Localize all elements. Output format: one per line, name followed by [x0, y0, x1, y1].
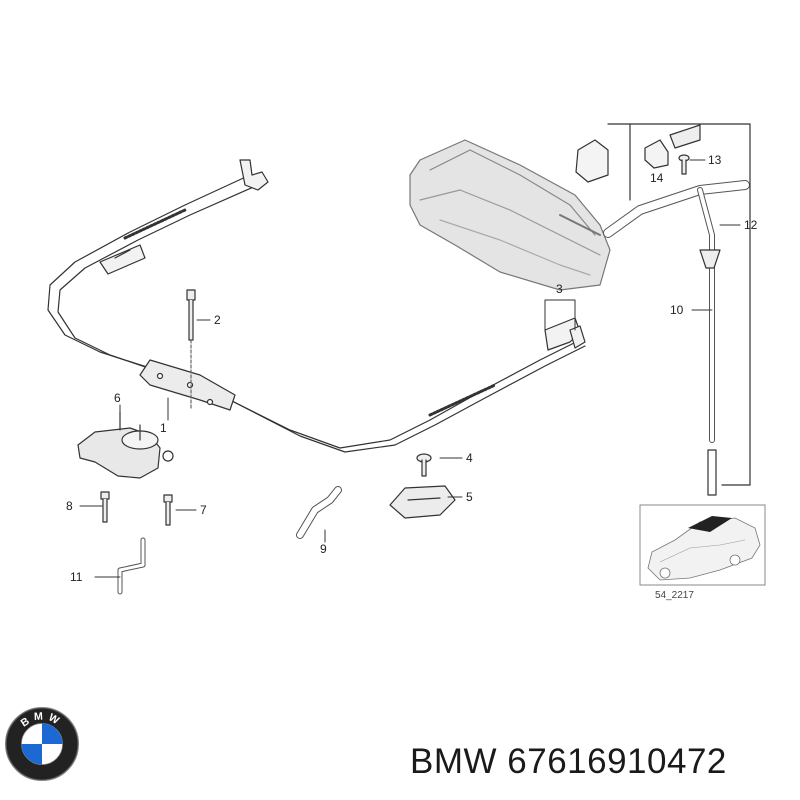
screw-part-4	[416, 453, 432, 477]
callout-labels: 1 2 3 4 5 6 7 8 9 10 11 12 13 14	[66, 153, 758, 584]
callout-2: 2	[214, 313, 221, 327]
part-number-caption: BMW 67616910472	[410, 742, 727, 781]
hose-part-9	[296, 486, 342, 539]
bolt-part-2	[186, 289, 196, 411]
callout-10: 10	[670, 303, 684, 317]
plate-part-5	[389, 485, 456, 519]
callout-1: 1	[160, 421, 167, 435]
center-guide-bracket	[139, 359, 236, 411]
bmw-logo: BMW	[4, 706, 80, 782]
callout-3: 3	[556, 282, 563, 296]
screw-part-13	[678, 154, 690, 175]
callout-14: 14	[650, 171, 664, 185]
callout-5: 5	[466, 490, 473, 504]
roof-panel-illustration	[409, 139, 611, 291]
callout-6: 6	[114, 391, 121, 405]
callout-12: 12	[744, 218, 758, 232]
leader-lines	[79, 159, 741, 578]
drain-hose-assembly-12	[603, 180, 750, 496]
callout-13: 13	[708, 153, 722, 167]
drive-motor-part-6	[77, 411, 174, 479]
inset-reference-label: 54_2217	[655, 590, 694, 601]
callout-9: 9	[320, 542, 327, 556]
callout-4: 4	[466, 451, 473, 465]
cable-assembly-lower	[149, 317, 586, 453]
rod-part-11	[117, 537, 146, 595]
hose-bracket	[575, 139, 609, 183]
callout-7: 7	[200, 503, 207, 517]
clip-part-14	[644, 124, 701, 169]
callout-8: 8	[66, 499, 73, 513]
vehicle-location-inset: 54_2217	[639, 504, 766, 601]
screw-part-8	[100, 491, 110, 523]
cable-assembly-left	[47, 159, 269, 373]
callout-11: 11	[70, 570, 83, 584]
screw-part-7	[163, 494, 173, 526]
